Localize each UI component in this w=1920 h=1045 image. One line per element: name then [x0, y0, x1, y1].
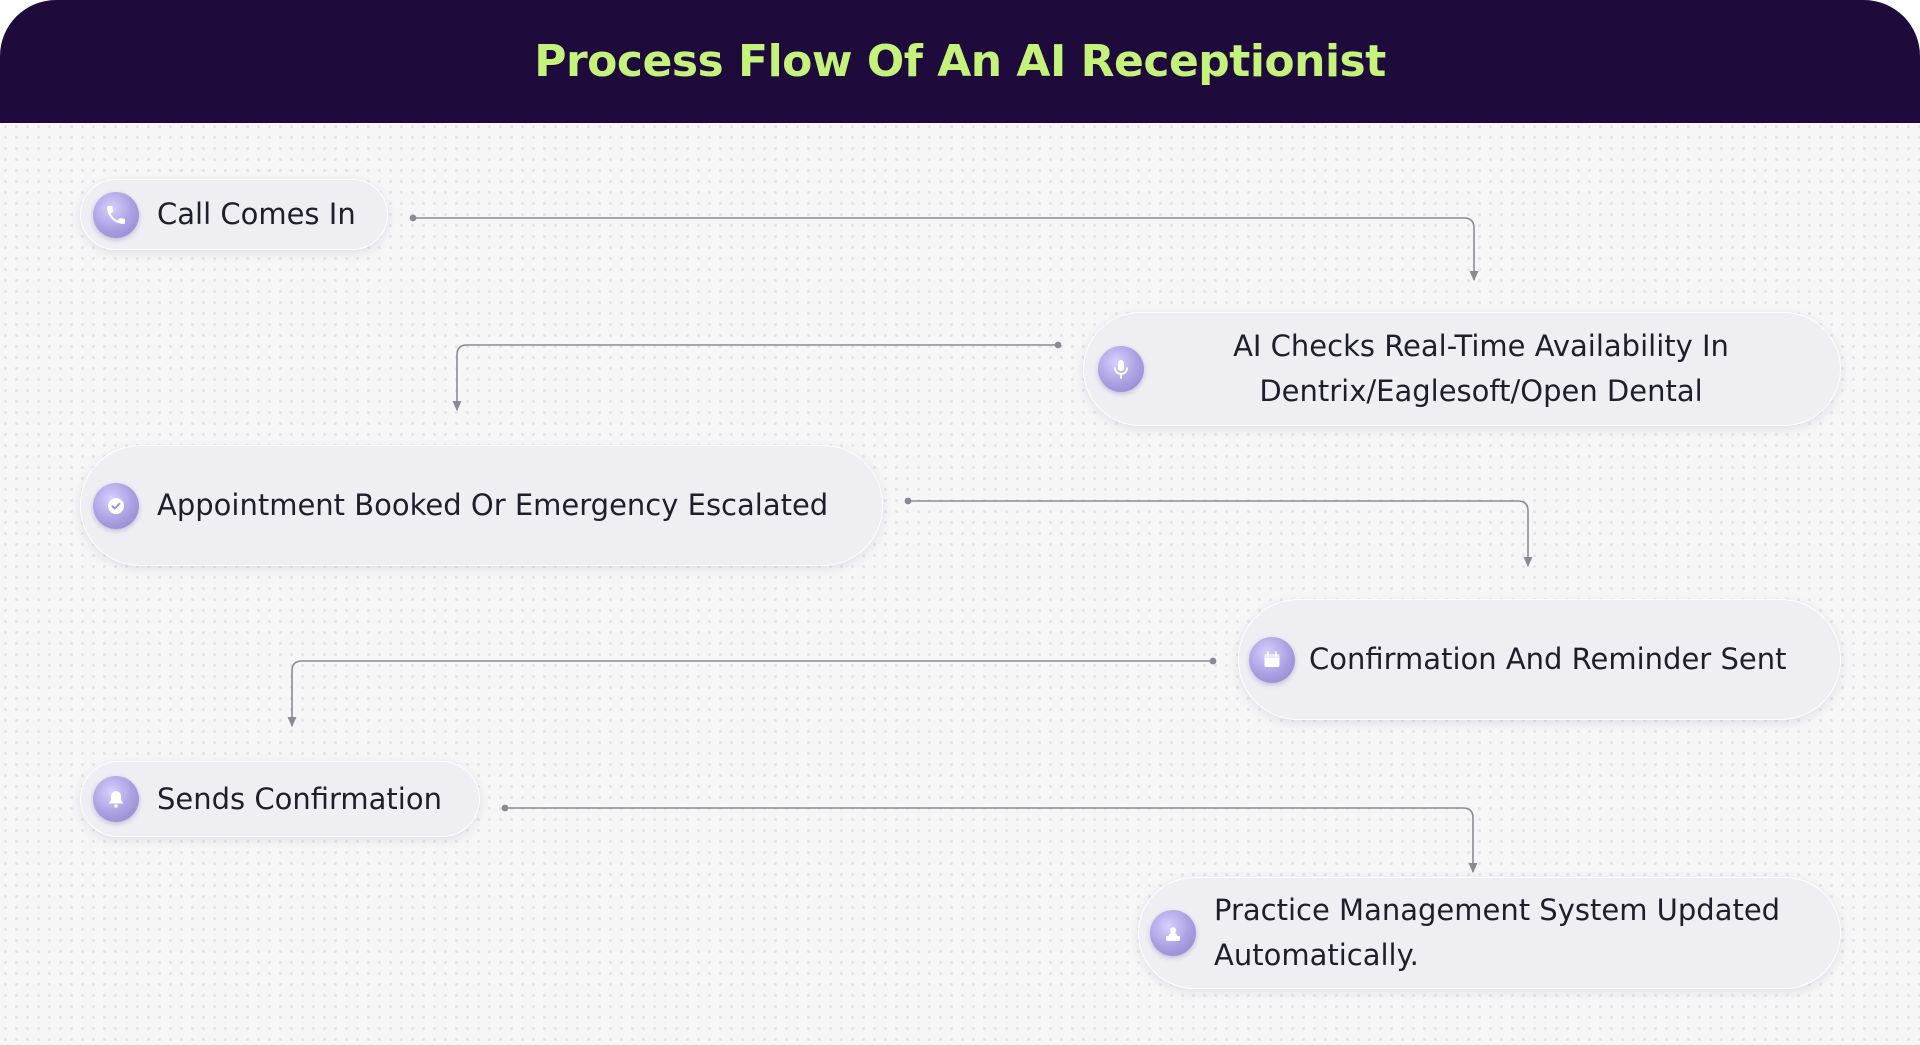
header-bar: Process Flow Of An AI Receptionist [0, 0, 1920, 123]
connector-4-5 [287, 660, 1213, 728]
connector-3-4 [908, 500, 1533, 568]
connector-start-dot [904, 497, 912, 505]
connector-start-dot [409, 214, 417, 222]
connector-start-dot [1209, 657, 1217, 665]
step-label: Appointment Booked Or Emergency Escalate… [157, 488, 829, 523]
step-ai-checks-availability: AI Checks Real-Time Availability In Dent… [1083, 312, 1841, 426]
microphone-icon [1098, 346, 1144, 392]
step-label: Confirmation And Reminder Sent [1309, 642, 1787, 677]
connector-5-6 [505, 807, 1478, 874]
step-sends-confirmation: Sends Confirmation [80, 761, 480, 837]
step-label: Practice Management System Updated Autom… [1214, 893, 1781, 972]
step-label: AI Checks Real-Time Availability In Dent… [1233, 329, 1729, 408]
step-pms-updated: Practice Management System Updated Autom… [1138, 877, 1841, 989]
step-appointment-booked: Appointment Booked Or Emergency Escalate… [80, 445, 883, 566]
connector-2-3 [452, 344, 1058, 412]
check-circle-icon [93, 482, 139, 529]
diagram-title: Process Flow Of An AI Receptionist [534, 35, 1386, 87]
phone-icon [93, 191, 139, 238]
bell-icon [93, 776, 139, 822]
step-confirmation-reminder: Confirmation And Reminder Sent [1238, 599, 1841, 720]
step-label: Sends Confirmation [157, 781, 442, 816]
connector-start-dot [501, 804, 509, 812]
step-label: Call Comes In [157, 197, 356, 232]
connector-1-2 [413, 217, 1479, 282]
calendar-icon [1249, 636, 1295, 683]
database-icon [1150, 910, 1196, 956]
step-call-comes-in: Call Comes In [80, 179, 388, 250]
connector-start-dot [1054, 341, 1062, 349]
